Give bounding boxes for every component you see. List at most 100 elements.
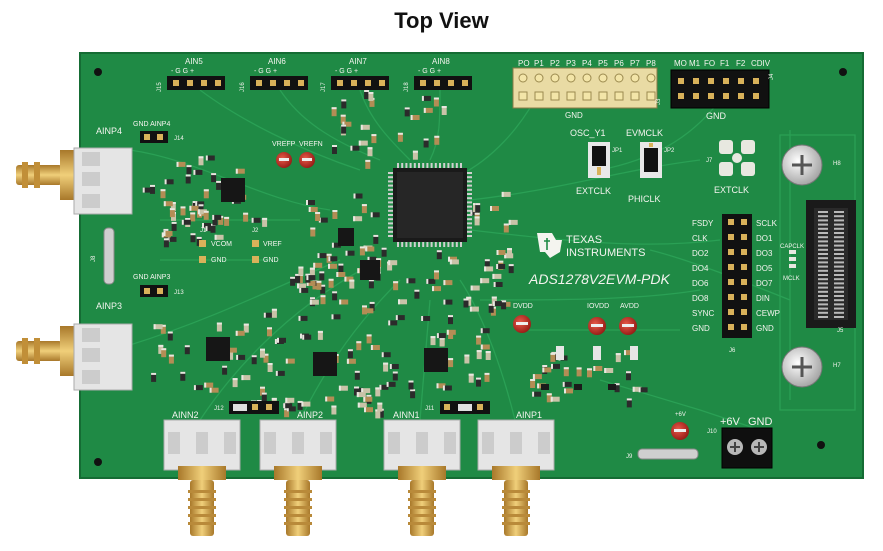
port-p-label-p1: P1 bbox=[534, 59, 544, 68]
j1-label: J1 bbox=[200, 228, 207, 234]
header-ain6 bbox=[250, 76, 308, 90]
sma-connector-ainp2 bbox=[259, 419, 337, 536]
digital-left-clk: CLK bbox=[692, 234, 708, 243]
sma-connector-ainp1 bbox=[477, 419, 555, 536]
port-p-label-p6: P6 bbox=[614, 59, 624, 68]
jumper-j13 bbox=[140, 285, 168, 297]
digital-left-do8: DO8 bbox=[692, 294, 709, 303]
port-p-label-po: PO bbox=[518, 59, 530, 68]
osc-y1-label: OSC_Y1 bbox=[570, 128, 606, 138]
j14-label: J14 bbox=[174, 136, 184, 142]
iovdd-potentiometer bbox=[588, 317, 606, 335]
capclk-label: CAPCLK bbox=[780, 244, 804, 250]
header-pins-ain6: - G G + bbox=[254, 68, 277, 75]
header-ain8 bbox=[414, 76, 472, 90]
jp2-label: JP2 bbox=[664, 148, 675, 154]
header-pins-ain7: - G G + bbox=[335, 68, 358, 75]
port-p-label-p7: P7 bbox=[630, 59, 640, 68]
port-m-label-m1: M1 bbox=[689, 59, 701, 68]
digital-right-do7: DO7 bbox=[756, 279, 773, 288]
port-m-header bbox=[670, 69, 770, 109]
header-name-ain5: AIN5 bbox=[185, 57, 203, 66]
vrefp-potentiometer bbox=[276, 152, 292, 168]
extclk-sma-label: EXTCLK bbox=[714, 185, 749, 195]
port-p-label-p8: P8 bbox=[646, 59, 656, 68]
jumper-j11 bbox=[440, 401, 490, 414]
header-ref-ain6: J16 bbox=[240, 82, 246, 92]
port-p-header bbox=[512, 67, 658, 109]
digital-left-sync: SYNC bbox=[692, 309, 714, 318]
header-ref-ain7: J17 bbox=[321, 82, 327, 92]
sma-connector-ainp3 bbox=[16, 323, 133, 391]
vrefp-label: VREFP bbox=[272, 141, 296, 148]
vcom-gnd-label: GND bbox=[211, 257, 227, 264]
header-pins-ain5: - G G + bbox=[171, 68, 194, 75]
bottom-input-label-ainn2: AINN2 bbox=[172, 410, 199, 420]
j8-label: J8 bbox=[91, 255, 97, 262]
j10-label: J10 bbox=[707, 429, 717, 435]
port-m-ref: J4 bbox=[769, 73, 775, 80]
mclk-label: MCLK bbox=[783, 276, 800, 282]
sma-connector-ainn2 bbox=[163, 419, 241, 536]
header-name-ain8: AIN8 bbox=[432, 57, 450, 66]
digital-header-j6 bbox=[722, 214, 752, 338]
jumper-j14 bbox=[140, 131, 168, 143]
digital-left-fsdy: FSDY bbox=[692, 219, 714, 228]
extclk-pads bbox=[719, 140, 755, 176]
vref-label: VREF bbox=[263, 241, 282, 248]
bottom-input-label-ainp1: AINP1 bbox=[516, 410, 542, 420]
digital-right-din: DIN bbox=[756, 294, 770, 303]
digital-left-gnd: GND bbox=[692, 324, 710, 333]
port-m-gnd-label: GND bbox=[706, 111, 727, 121]
j7-label: J7 bbox=[706, 158, 713, 164]
j12-label: J12 bbox=[214, 406, 224, 412]
ti-logo bbox=[537, 233, 562, 258]
test-loop-j8 bbox=[103, 227, 115, 285]
digital-right-gnd: GND bbox=[756, 324, 774, 333]
board-model-label: ADS1278V2EVM-PDK bbox=[528, 271, 671, 287]
ainp3-label: AINP3 bbox=[96, 301, 122, 311]
header-name-ain7: AIN7 bbox=[349, 57, 367, 66]
screw-h7 bbox=[781, 346, 823, 388]
bottom-input-label-ainn1: AINN1 bbox=[393, 410, 420, 420]
avdd-potentiometer bbox=[619, 317, 637, 335]
port-p-label-p5: P5 bbox=[598, 59, 608, 68]
port-m-label-mo: MO bbox=[674, 59, 687, 68]
header-ref-ain5: J15 bbox=[157, 82, 163, 92]
transistors bbox=[541, 384, 616, 390]
extclk-label: EXTCLK bbox=[576, 186, 611, 196]
vref-gnd-label: GND bbox=[263, 257, 279, 264]
j13-label: J13 bbox=[174, 290, 184, 296]
sma-connector-ainn1 bbox=[383, 419, 461, 536]
jumper-jp1 bbox=[588, 142, 610, 178]
dvdd-label: DVDD bbox=[513, 303, 533, 310]
adc-chip bbox=[388, 163, 472, 247]
gnd-ainp3-label: GND AINP3 bbox=[133, 274, 170, 281]
j11-label: J11 bbox=[425, 406, 435, 412]
header-pins-ain8: - G G + bbox=[418, 68, 441, 75]
header-ain5 bbox=[167, 76, 225, 90]
j5-label: J5 bbox=[837, 328, 844, 334]
digital-left-do2: DO2 bbox=[692, 249, 709, 258]
j2-label: J2 bbox=[252, 228, 259, 234]
ti-logo-line1: TEXAS bbox=[566, 234, 602, 246]
jumper-jp2 bbox=[640, 142, 662, 178]
h7-label: H7 bbox=[833, 363, 841, 369]
jumper-j12 bbox=[229, 401, 279, 414]
plus6v-potentiometer bbox=[671, 422, 689, 440]
port-m-label-f2: F2 bbox=[736, 59, 746, 68]
smd-components bbox=[142, 90, 648, 419]
edge-connector-j5 bbox=[806, 200, 856, 328]
digital-right-do1: DO1 bbox=[756, 234, 773, 243]
vcom-vref-testpoints bbox=[199, 240, 259, 263]
port-p-label-p4: P4 bbox=[582, 59, 592, 68]
h8-label: H8 bbox=[833, 161, 841, 167]
bottom-sma-connectors bbox=[163, 419, 555, 536]
ti-logo-line2: INSTRUMENTS bbox=[566, 247, 645, 259]
vrefn-label: VREFN bbox=[299, 141, 323, 148]
bottom-input-label-ainp2: AINP2 bbox=[297, 410, 323, 420]
plus6v-small-label: +6V bbox=[675, 412, 686, 418]
screw-h8 bbox=[781, 144, 823, 186]
plus6v-label: +6V bbox=[720, 416, 741, 428]
